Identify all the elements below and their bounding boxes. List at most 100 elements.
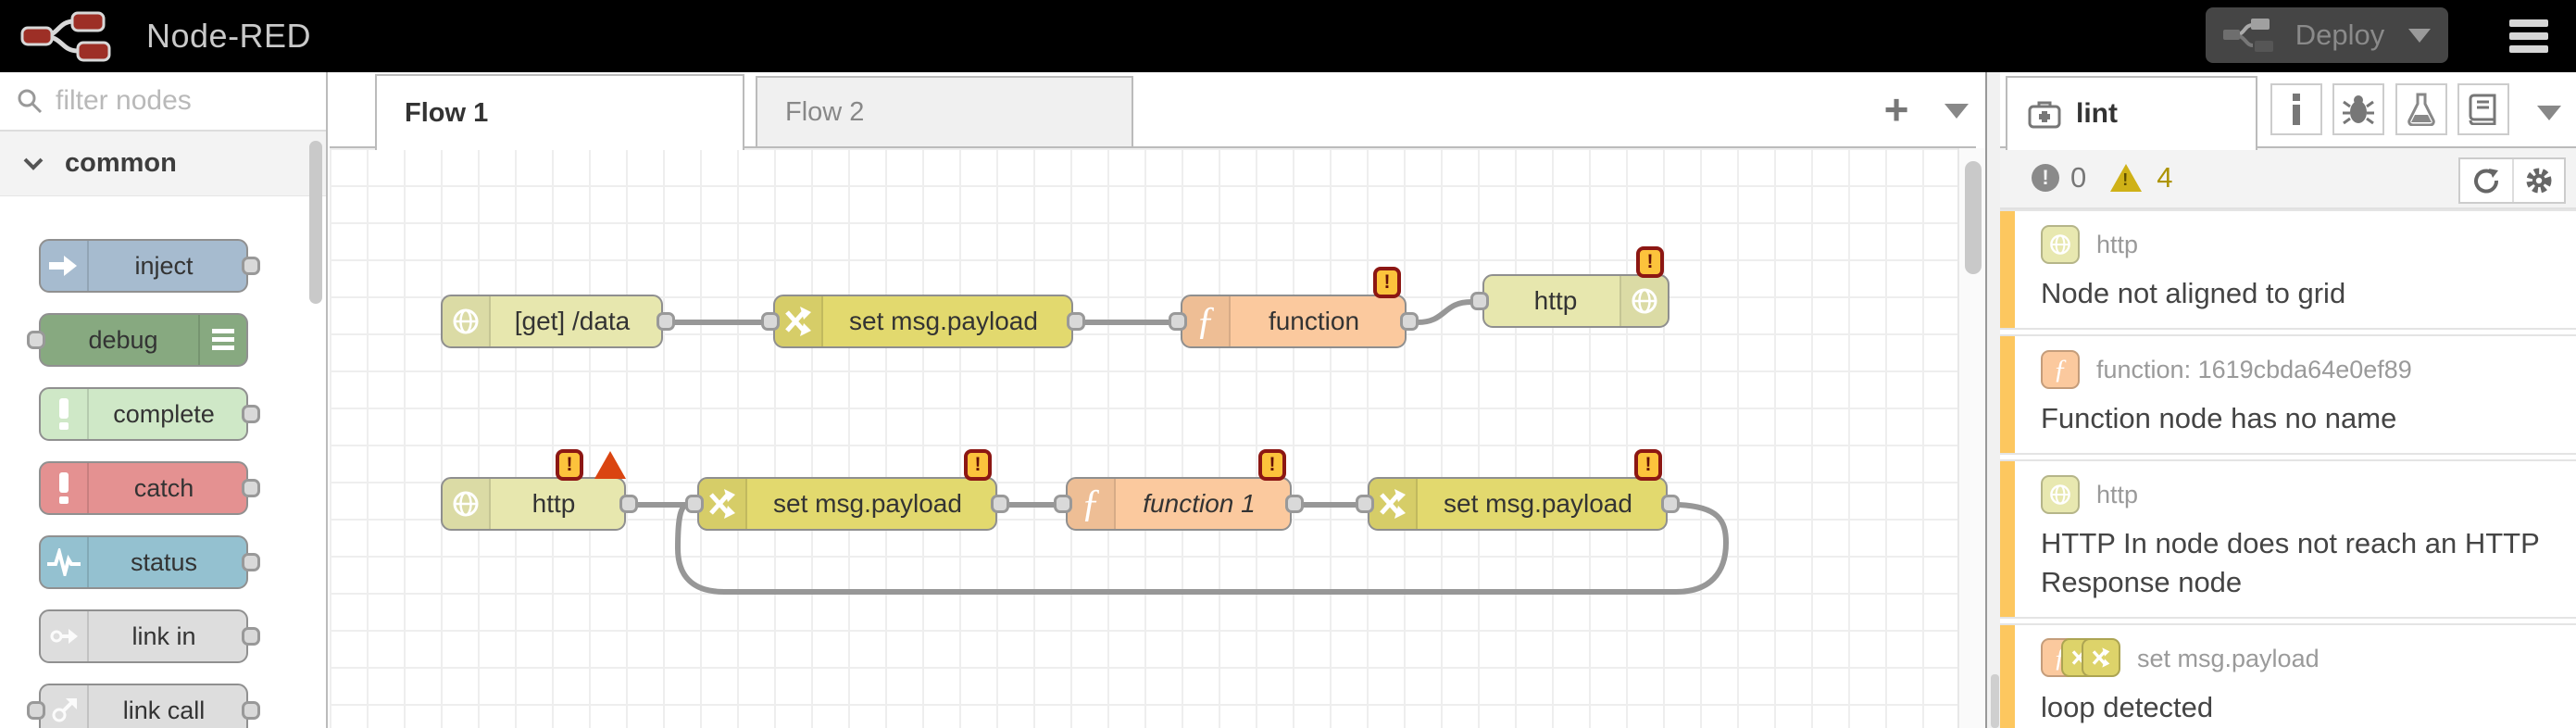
tab-flow-1[interactable]: Flow 1 [375, 74, 744, 150]
palette-node-debug[interactable]: debug [27, 313, 248, 367]
node-http-in-get-data[interactable]: [get] /data [441, 295, 675, 348]
input-port[interactable] [1054, 495, 1072, 513]
node-change-set-msg-payload-2[interactable]: set msg.payload [1356, 477, 1680, 531]
warning-badge-icon: ! [556, 449, 583, 481]
output-port[interactable] [1661, 495, 1680, 513]
node-red-logo-icon [20, 7, 131, 65]
function-node-mini-icon: ƒ [2041, 350, 2080, 389]
input-port[interactable] [1356, 495, 1374, 513]
node-label: set msg.payload [773, 489, 962, 518]
settings-button[interactable] [2512, 159, 2564, 202]
wires-layer [634, 299, 1730, 595]
change-node-mini-icon [2082, 638, 2120, 677]
node-label: http [531, 489, 576, 518]
bug-icon [2343, 95, 2374, 125]
output-port[interactable] [242, 479, 260, 497]
palette-node-label: link in [131, 621, 196, 650]
flow-canvas[interactable]: [get] /data set msg.payload ƒ function [330, 148, 1957, 728]
tab-list-chevron-icon[interactable] [1945, 104, 1969, 119]
warning-count: 4 [2157, 161, 2173, 194]
flask-icon [2407, 93, 2435, 126]
output-port[interactable] [619, 495, 638, 513]
refresh-button[interactable] [2460, 159, 2512, 202]
error-triangle-icon [594, 451, 626, 479]
node-http-in[interactable]: http [441, 477, 638, 531]
deploy-label: Deploy [2295, 19, 2385, 51]
node-http-response[interactable]: http [1470, 274, 1669, 328]
tab-lint[interactable]: lint [2006, 76, 2257, 150]
lint-issue[interactable]: http HTTP In node does not reach an HTTP… [2000, 459, 2576, 619]
node-label: function 1 [1143, 489, 1256, 518]
warning-badge-icon: ! [1258, 449, 1286, 481]
hamburger-icon [2509, 19, 2548, 27]
warning-count-icon: ! [2110, 164, 2143, 192]
issue-message: Function node has no name [2041, 402, 2397, 434]
deploy-options-chevron-icon[interactable] [2408, 28, 2432, 43]
exclamation-icon [41, 463, 89, 513]
palette-scrollbar[interactable] [309, 141, 322, 304]
error-count: 0 [2070, 161, 2087, 194]
sidebar-scrollbar-thumb[interactable] [1991, 674, 1999, 728]
info-tab-button[interactable] [2270, 83, 2322, 135]
output-port[interactable] [242, 553, 260, 571]
output-port[interactable] [242, 701, 260, 720]
globe-icon [443, 296, 491, 346]
debug-tab-button[interactable] [2332, 83, 2384, 135]
tab-flow-2[interactable]: Flow 2 [756, 76, 1133, 148]
help-tab-button[interactable] [2457, 83, 2509, 135]
lint-issue[interactable]: ƒ [2000, 623, 2576, 728]
input-port[interactable] [685, 495, 704, 513]
output-port[interactable] [242, 627, 260, 646]
node-change-set-msg-payload-top[interactable]: set msg.payload [761, 295, 1085, 348]
output-port[interactable] [1400, 312, 1419, 331]
search-input[interactable] [54, 84, 276, 118]
lint-issue[interactable]: ƒ function: 1619cbda64e0ef89 Function no… [2000, 334, 2576, 455]
output-port[interactable] [991, 495, 1009, 513]
node-label: set msg.payload [1444, 489, 1632, 518]
lint-issue[interactable]: http Node not aligned to grid [2000, 209, 2576, 330]
palette-node-complete[interactable]: complete [39, 387, 260, 441]
main-menu-button[interactable] [2509, 19, 2548, 53]
inject-arrow-icon [41, 241, 89, 291]
output-port[interactable] [242, 405, 260, 423]
warning-stripe [2000, 625, 2015, 728]
output-port[interactable] [1067, 312, 1085, 331]
output-port[interactable] [657, 312, 675, 331]
lint-tab-button[interactable] [2395, 83, 2447, 135]
input-port[interactable] [1169, 312, 1187, 331]
warning-stripe [2000, 211, 2015, 328]
input-port[interactable] [27, 701, 45, 720]
palette-category-common[interactable]: common [0, 132, 326, 196]
canvas-scrollbar-track[interactable] [1957, 148, 1985, 728]
search-icon [18, 89, 43, 114]
input-port[interactable] [27, 331, 45, 349]
app-title: Node-RED [146, 17, 312, 55]
palette-category-label: common [65, 148, 177, 178]
palette-node-link-call[interactable]: link call [27, 684, 260, 728]
palette-search[interactable] [0, 72, 326, 132]
input-port[interactable] [1470, 292, 1489, 310]
node-function[interactable]: ƒ function [1169, 295, 1419, 348]
sidebar-tabs-chevron-icon[interactable] [2537, 106, 2561, 120]
node-change-set-msg-payload-1[interactable]: set msg.payload [685, 477, 1009, 531]
input-port[interactable] [761, 312, 780, 331]
deploy-nodes-icon [2222, 19, 2273, 52]
warning-stripe [2000, 461, 2015, 617]
deploy-button[interactable]: Deploy [2206, 7, 2448, 63]
palette-node-inject[interactable]: inject [39, 239, 260, 293]
canvas-scrollbar-thumb[interactable] [1965, 161, 1982, 274]
node-label: http [1533, 286, 1578, 315]
palette-node-status[interactable]: status [39, 535, 260, 589]
sidebar-splitter[interactable] [1985, 72, 2000, 728]
sidebar-tab-label: lint [2076, 98, 2118, 129]
palette-node-catch[interactable]: catch [39, 461, 260, 515]
palette-node-link-in[interactable]: link in [39, 609, 260, 663]
palette-node-label: debug [88, 325, 158, 354]
lint-issue-list: http Node not aligned to grid ƒ function… [2000, 209, 2576, 728]
output-port[interactable] [242, 257, 260, 275]
output-port[interactable] [1285, 495, 1304, 513]
node-function-1[interactable]: ƒ function 1 [1054, 477, 1304, 531]
issue-message: HTTP In node does not reach an HTTP Resp… [2041, 527, 2540, 598]
add-flow-button[interactable]: + [1883, 85, 1909, 133]
